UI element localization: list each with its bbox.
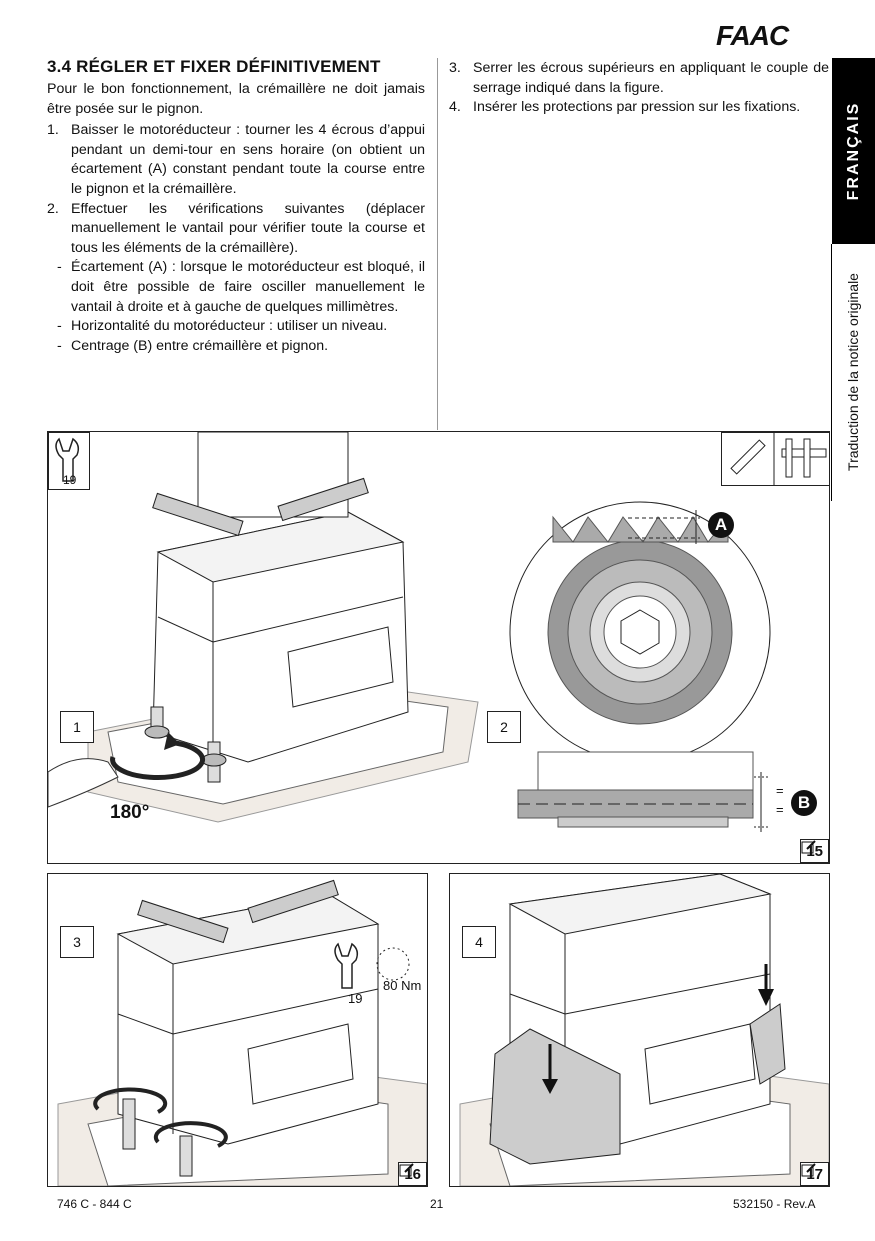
step-4-label: 4	[462, 926, 496, 958]
torque-wrench-icon	[334, 942, 410, 989]
figure-17-number: 17	[800, 1162, 829, 1186]
figure-15-drawing	[48, 432, 771, 832]
equal-sign: =	[776, 783, 784, 798]
step-4-text: Insérer les protections par pression sur…	[473, 99, 801, 116]
figure-17: 4 17	[449, 873, 830, 1187]
figure-15: 19 1 2 180° A = = B 15	[47, 431, 830, 864]
left-column: Pour le bon fonctionnement, la crémaillè…	[47, 80, 425, 356]
caliper-icon-box	[721, 432, 829, 486]
check-item: -Centrage (B) entre crémaillère et pigno…	[57, 337, 329, 354]
step-1: 1. Baisser le motoréducteur : tourner le…	[47, 122, 425, 197]
angle-label: 180°	[110, 802, 150, 823]
torque-value: 80 Nm	[383, 978, 422, 993]
gap-label-a: A	[708, 512, 734, 538]
right-column: 3. Serrer les écrous supérieurs en appli…	[449, 59, 829, 118]
figure-17-drawing	[459, 874, 829, 1186]
page-number: 21	[430, 1197, 444, 1211]
footer-reference: 532150 - Rev.A	[733, 1197, 816, 1211]
centering-label-b: B	[791, 790, 817, 816]
svg-text:FAAC: FAAC	[716, 20, 790, 50]
caliper-icon	[730, 433, 827, 485]
equal-sign: =	[776, 802, 784, 817]
translation-note: Traduction de la notice originale	[845, 273, 861, 471]
figure-16-number: 16	[398, 1162, 427, 1186]
step-1-label: 1	[60, 711, 94, 743]
figure-16: 3 19 80 Nm 16	[47, 873, 428, 1187]
column-divider	[437, 58, 438, 430]
wrench-icon	[55, 437, 80, 482]
step-2: 2. Effectuer les vérifications suivantes…	[47, 200, 425, 256]
figure-16-drawing	[57, 879, 427, 1186]
wrench-size: 19	[348, 991, 363, 1006]
step-3-label: 3	[60, 926, 94, 958]
footer-models: 746 C - 844 C	[57, 1197, 132, 1211]
edit-icon	[801, 1163, 817, 1177]
language-tab: FRANÇAIS	[832, 58, 875, 244]
step-3: 3. Serrer les écrous supérieurs en appli…	[449, 60, 829, 96]
edit-icon	[399, 1163, 415, 1177]
step-3-text: Serrer les écrous supérieurs en appliqua…	[473, 60, 829, 96]
intro-paragraph: Pour le bon fonctionnement, la crémaillè…	[47, 81, 425, 117]
wrench-icon-box: 19	[48, 432, 90, 490]
step-2-text: Effectuer les vérifications suivantes (d…	[71, 200, 425, 256]
check-item: -Écartement (A) : lorsque le motoréducte…	[57, 259, 425, 315]
faac-logo: FAAC	[716, 20, 791, 50]
step-4: 4. Insérer les protections par pression …	[449, 99, 801, 116]
figure-15-number: 15	[800, 839, 829, 863]
step-1-text: Baisser le motoréducteur : tourner les 4…	[71, 122, 425, 197]
edit-icon	[801, 840, 817, 854]
tab-divider	[831, 244, 832, 501]
section-title: 3.4 RÉGLER ET FIXER DÉFINITIVEMENT	[47, 57, 381, 76]
check-item: -Horizontalité du motoréducteur : utilis…	[57, 318, 388, 335]
step-2-label: 2	[487, 711, 521, 743]
